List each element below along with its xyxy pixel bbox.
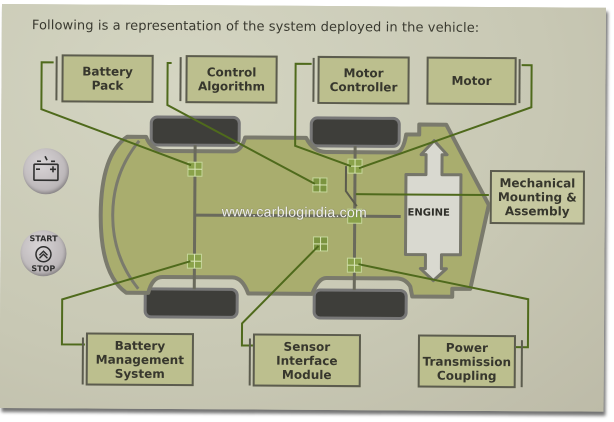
engine-label: ENGINE — [407, 207, 450, 219]
chassis-centre — [194, 213, 401, 218]
battery-icon — [33, 155, 59, 182]
tyre-front-bottom — [312, 288, 408, 320]
sensor-interface-box: Sensor Interface Module — [252, 333, 361, 388]
diagram-card: Following is a representation of the sys… — [0, 4, 606, 412]
sensor-interface-label: Sensor Interface Module — [276, 339, 338, 382]
leader-motor-controller — [294, 62, 352, 168]
car-rear-window — [111, 139, 141, 290]
power-transmission-box: Power Transmission Coupling — [417, 334, 516, 389]
leader-control-algorithm — [166, 62, 316, 185]
connector-power-transmission — [346, 257, 362, 273]
power-transmission-label: Power Transmission Coupling — [422, 340, 512, 383]
connector-control-algorithm — [312, 177, 328, 193]
control-algorithm-box: Control Algorithm — [185, 55, 278, 104]
tyre-front-top — [309, 116, 401, 148]
battery-pack-box: Battery Pack — [61, 54, 154, 103]
motor-box: Motor — [426, 56, 517, 106]
watermark: www.carblogindia.com — [221, 203, 368, 221]
chassis-link — [344, 166, 358, 207]
leader-sensor-interface — [240, 245, 320, 347]
mechanical-mounting-box: Mechanical Mounting & Assembly — [489, 169, 585, 225]
motor-label: Motor — [451, 73, 492, 88]
battery-management-label: Battery Management System — [95, 338, 185, 381]
vehicle-diagram — [40, 56, 533, 388]
leader-battery-pack — [40, 61, 192, 167]
mechanical-mounting-label: Mechanical Mounting & Assembly — [497, 176, 577, 219]
stop-label: STOP — [31, 264, 56, 274]
leader-motor — [358, 64, 533, 170]
chevron-up-icon — [35, 246, 52, 263]
tyre-rear-bottom — [143, 287, 239, 319]
motor-controller-box: Motor Controller — [317, 55, 410, 105]
battery-pack-label: Battery Pack — [82, 64, 133, 93]
leader-mechanical-mounting — [355, 193, 489, 196]
tyre-rear-top — [149, 115, 241, 147]
control-algorithm-label: Control Algorithm — [197, 65, 266, 94]
battery-management-box: Battery Management System — [85, 332, 194, 387]
leader-battery-management — [60, 260, 191, 346]
start-stop-button: START STOP — [20, 230, 67, 277]
connector-centre — [347, 208, 363, 224]
battery-indicator-button — [22, 148, 70, 195]
connector-battery-pack — [187, 161, 203, 177]
engine-block — [403, 139, 463, 283]
motor-controller-label: Motor Controller — [329, 66, 398, 95]
